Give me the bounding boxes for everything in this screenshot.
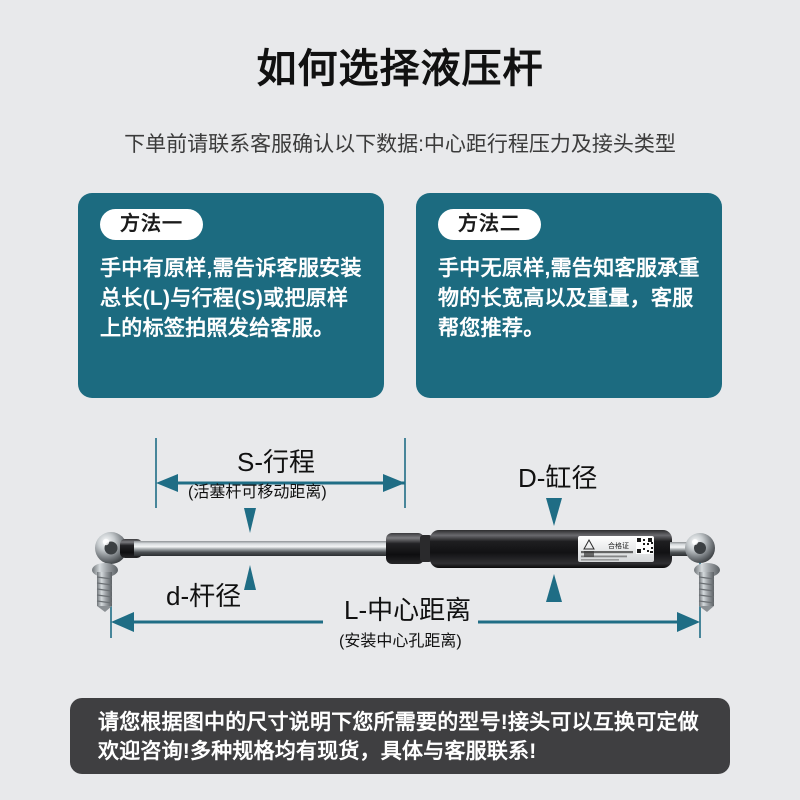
right-screw [694,563,720,612]
stroke-dimension-label: S-行程 [237,447,316,477]
piston-rod [134,541,386,556]
method-cards: 方法一 手中有原样,需告诉客服安装总长(L)与行程(S)或把原样上的标签拍照发给… [78,193,722,398]
method-two-text: 手中无原样,需告知客服承重物的长宽高以及重量，客服帮您推荐。 [438,257,700,340]
page-subtitle: 下单前请联系客服确认以下数据:中心距行程压力及接头类型 [124,133,676,156]
center-distance-label: L-中心距离 [344,595,472,625]
method-card-two: 方法二 手中无原样,需告知客服承重物的长宽高以及重量，客服帮您推荐。 [416,193,722,398]
bottom-banner-text: 请您根据图中的尺寸说明下您所需要的型号!接头可以互换可定做欢迎咨询!多种规格均有… [98,711,699,763]
cylinder-diameter-pointers [546,498,562,602]
rod-diameter-label: d-杆径 [166,581,242,611]
rod-diameter-pointers [244,508,256,590]
product-sticker: 合格证 [578,536,654,562]
stroke-dimension-sublabel: (活塞杆可移动距离) [188,484,327,501]
length-dimension-arrow [111,612,700,632]
page-title: 如何选择液压杆 [256,47,544,91]
gas-spring-illustration: 合格证 [92,438,720,638]
method-one-text: 手中有原样,需告诉客服安装总长(L)与行程(S)或把原样上的标签拍照发给客服。 [100,257,362,340]
method-two-badge: 方法二 [438,209,541,240]
qr-code [636,537,653,554]
cylinder-diameter-label: D-缸径 [518,463,598,493]
method-one-badge: 方法一 [100,209,203,240]
left-screw [92,563,118,612]
bottom-banner: 请您根据图中的尺寸说明下您所需要的型号!接头可以互换可定做欢迎咨询!多种规格均有… [70,698,730,774]
stroke-dimension-arrow [156,474,405,492]
cylinder-shoulder [386,533,424,564]
right-end-fitting [670,533,720,612]
center-distance-sublabel: (安装中心孔距离) [339,633,462,650]
gas-spring-diagram: 合格证 [0,430,800,680]
sticker-certificate-text: 合格证 [608,541,629,550]
method-card-one: 方法一 手中有原样,需告诉客服安装总长(L)与行程(S)或把原样上的标签拍照发给… [78,193,384,398]
